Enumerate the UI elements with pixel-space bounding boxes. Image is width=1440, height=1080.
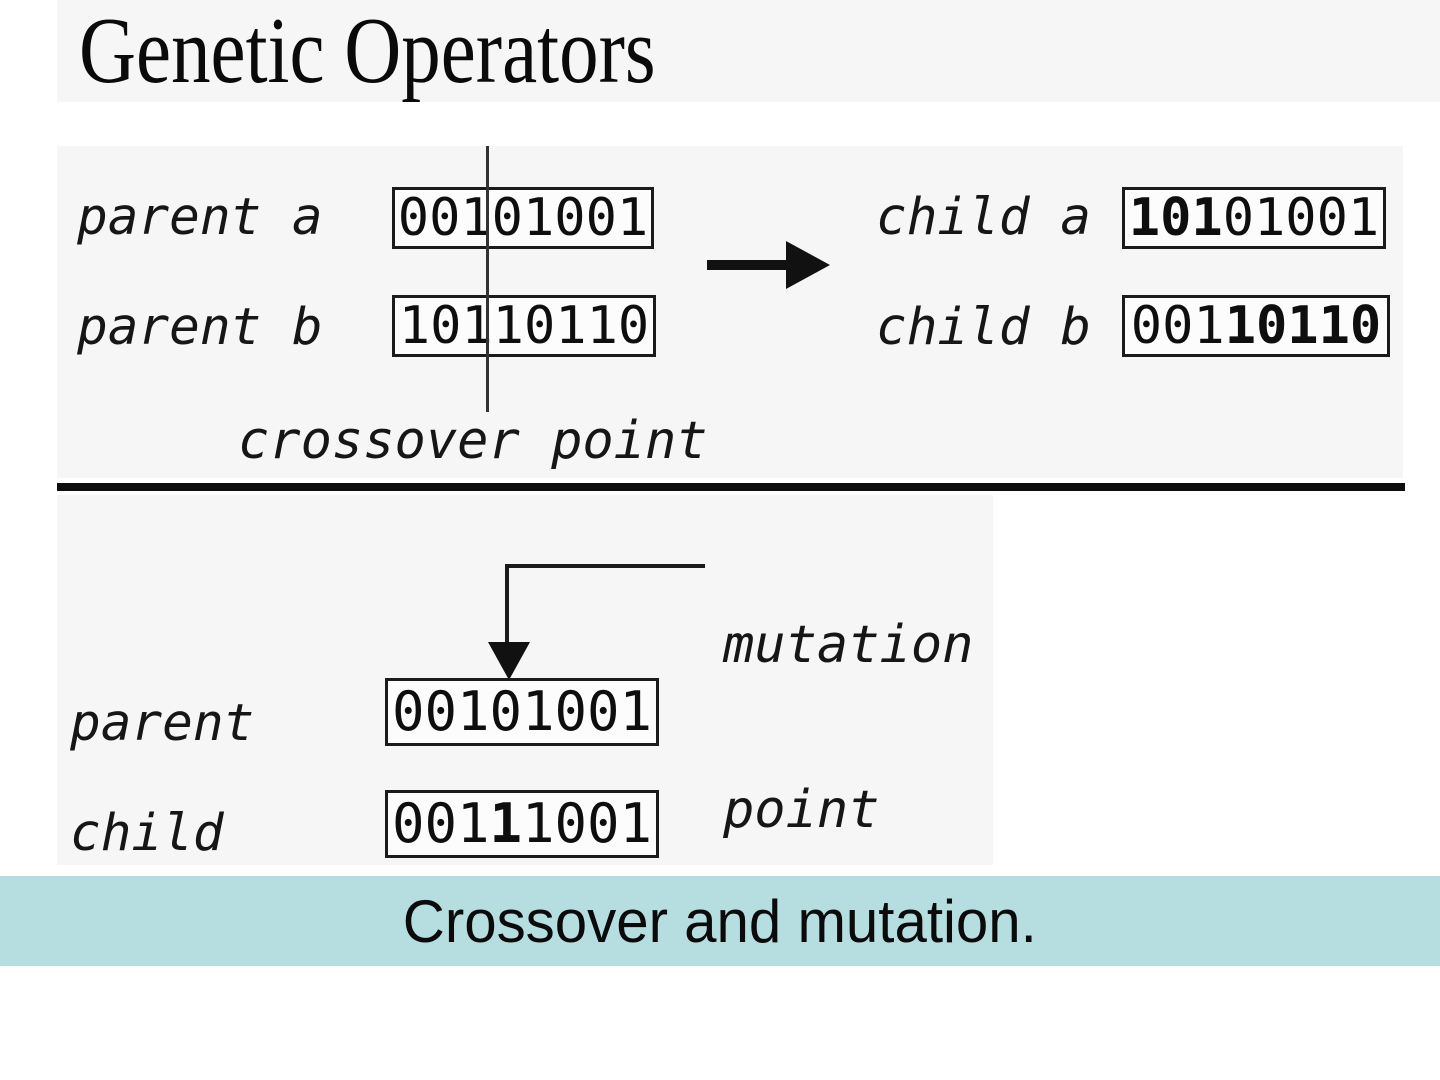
child-a-bits-rest: 01001 (1222, 188, 1380, 248)
child-b-label: child b (876, 298, 1091, 357)
crossover-point-line (486, 146, 489, 412)
title-band: Genetic Operators (57, 0, 1440, 103)
parent-b-label: parent b (77, 298, 323, 357)
parent-a-bits: 00101001 (397, 188, 649, 248)
caption-band: Crossover and mutation. (0, 876, 1440, 966)
mutation-point-label-line2: point (723, 780, 880, 840)
mutation-parent-bitbox: 00101001 (385, 678, 659, 746)
page-title-text: Genetic Operators (79, 0, 656, 103)
parent-b-bitbox: 10110110 (392, 295, 656, 357)
child-a-label: child a (876, 188, 1091, 247)
mutation-child-bits-prefix: 001 (391, 792, 490, 855)
parent-b-bits: 10110110 (398, 296, 650, 356)
page-title: Genetic Operators (79, 0, 765, 103)
mutation-child-label: child (70, 804, 224, 863)
right-arrow-icon (786, 241, 830, 289)
mutation-pointer-vline (505, 564, 509, 644)
mutation-child-bits-suffix: 1001 (522, 792, 653, 855)
child-a-bits-inherited: 101 (1128, 188, 1223, 248)
section-divider (57, 483, 1405, 491)
right-arrow-shaft (707, 260, 787, 270)
mutation-parent-label: parent (70, 694, 255, 753)
mutation-child-bit-mutated: 1 (489, 792, 522, 855)
parent-a-bitbox: 00101001 (392, 187, 654, 249)
crossover-point-label: crossover point (238, 411, 708, 471)
parent-a-label: parent a (77, 188, 323, 247)
child-b-bits-rest: 001 (1130, 296, 1225, 356)
child-b-bits-inherited: 10110 (1224, 296, 1382, 356)
mutation-point-label: mutation point (723, 508, 973, 948)
mutation-point-label-line1: mutation (723, 615, 974, 675)
down-arrow-icon (488, 642, 530, 680)
caption-text: Crossover and mutation. (402, 887, 1038, 955)
mutation-pointer-hline (505, 564, 705, 568)
mutation-parent-bits: 00101001 (391, 680, 653, 743)
